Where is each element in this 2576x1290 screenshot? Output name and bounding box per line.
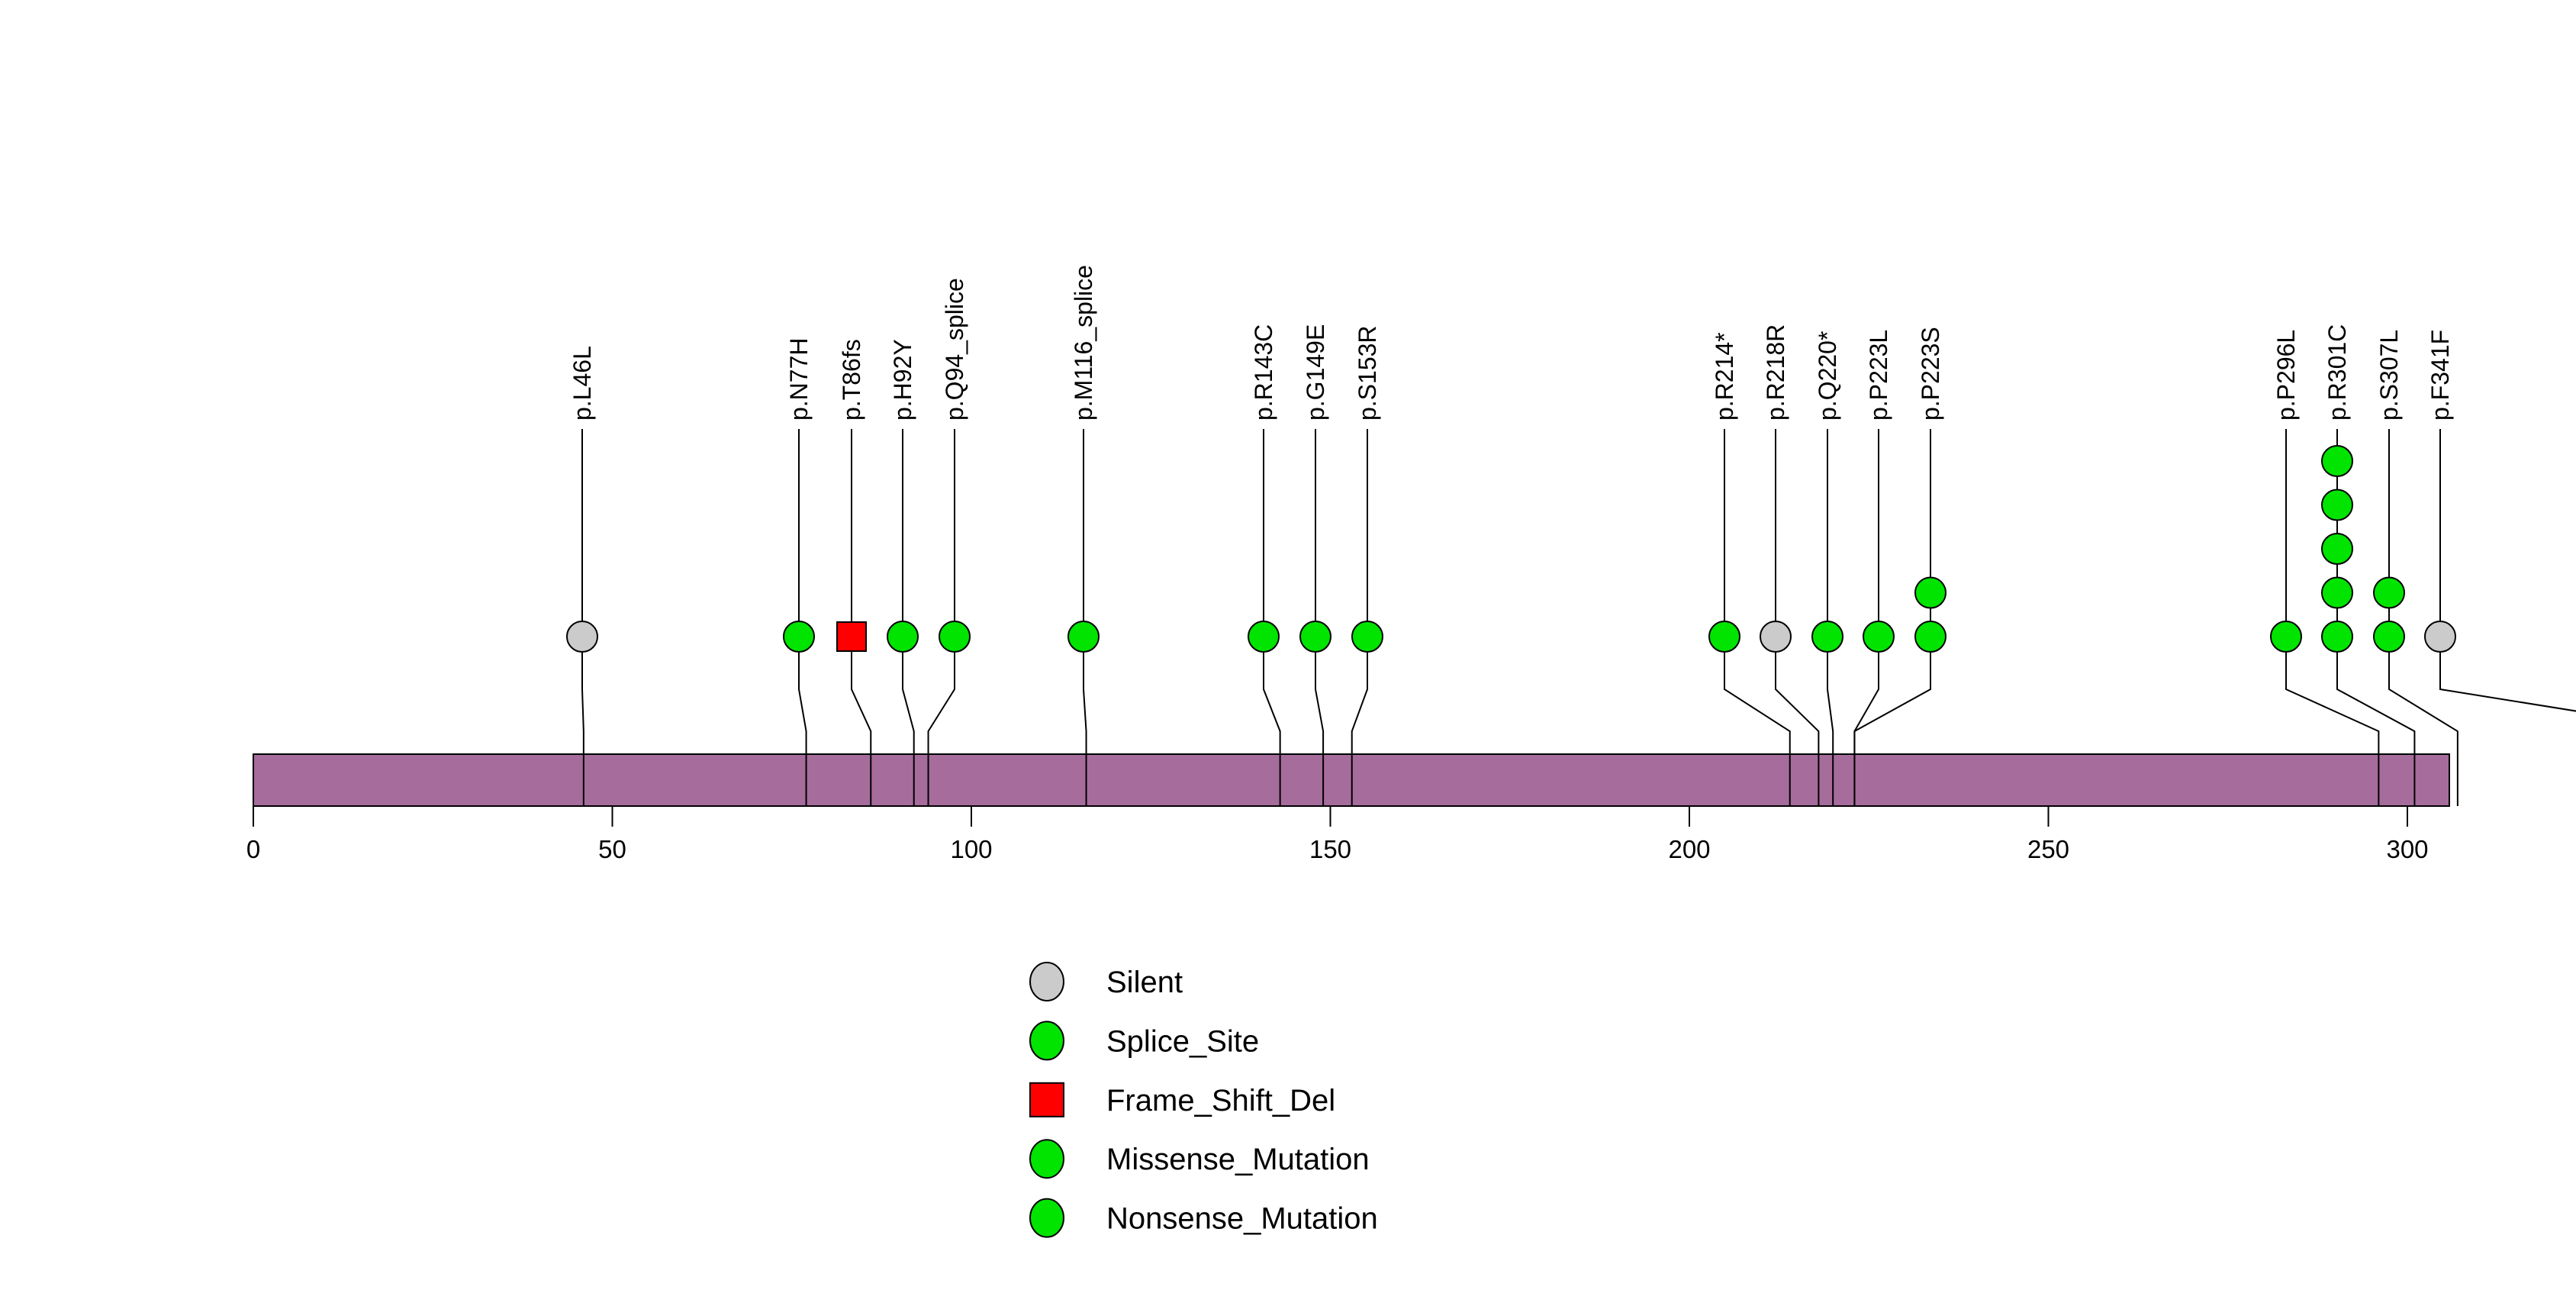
mutation-label: p.T86fs	[838, 339, 865, 421]
mutation-label: p.R301C	[2323, 324, 2351, 421]
mutation-marker	[2321, 445, 2353, 477]
mutation-marker	[1299, 621, 1331, 653]
legend-swatch-square	[1029, 1082, 1064, 1117]
axis-tick-label: 50	[598, 835, 626, 863]
legend-label: Frame_Shift_Del	[1106, 1084, 1335, 1117]
mutation-connector	[1315, 429, 1325, 806]
mutation-label: p.H92Y	[889, 339, 916, 421]
mutation-marker	[1914, 576, 1946, 609]
mutation-marker	[887, 621, 919, 653]
mutation-marker	[836, 621, 867, 652]
mutation-marker	[2321, 533, 2353, 565]
axis-tick-label: 250	[2027, 835, 2069, 863]
mutation-label: p.L46L	[568, 346, 596, 421]
mutation-connector	[1083, 429, 1087, 806]
mutation-label: p.F341F	[2426, 330, 2454, 421]
mutation-connector	[798, 429, 807, 806]
mutation-label: p.R214*	[1711, 332, 1738, 421]
legend-swatch-circle	[1029, 1198, 1064, 1238]
mutation-connector	[1263, 429, 1281, 806]
mutation-marker	[1811, 621, 1843, 653]
axis-tick-label: 0	[246, 835, 260, 863]
mutation-connector	[2336, 429, 2416, 806]
mutation-connector	[1351, 429, 1368, 806]
mutation-connector	[927, 429, 955, 806]
mutation-marker	[566, 621, 598, 653]
mutation-marker	[2321, 621, 2353, 653]
mutation-connector	[581, 429, 584, 806]
mutation-label: p.P223L	[1865, 330, 1892, 421]
mutation-connector	[902, 429, 915, 806]
mutation-label: p.G149E	[1302, 324, 1329, 421]
mutation-connector	[851, 429, 872, 806]
axis-tick-label: 200	[1668, 835, 1710, 863]
mutation-connector	[2439, 429, 2576, 712]
mutation-marker	[2373, 576, 2405, 609]
mutation-marker	[1760, 621, 1792, 653]
mutation-marker	[783, 621, 815, 653]
mutation-marker	[2373, 621, 2405, 653]
mutation-marker	[2424, 621, 2456, 653]
axis-tick-label: 300	[2386, 835, 2428, 863]
mutation-connector	[1724, 429, 1791, 806]
mutation-marker	[2321, 576, 2353, 609]
mutation-connector	[1853, 429, 1931, 806]
mutation-label: p.N77H	[785, 338, 813, 421]
legend-label: Missense_Mutation	[1106, 1143, 1370, 1176]
mutation-marker	[2270, 621, 2302, 653]
mutation-label: p.S153R	[1354, 325, 1381, 421]
legend-label: Splice_Site	[1106, 1024, 1259, 1058]
mutation-label: p.P223S	[1917, 327, 1944, 421]
mutation-marker	[939, 621, 971, 653]
axis-tick-label: 100	[950, 835, 992, 863]
mutation-marker	[1351, 621, 1383, 653]
mutation-label: p.Q94_splice	[941, 278, 968, 421]
legend-swatch-circle	[1029, 1021, 1064, 1061]
mutation-marker	[2321, 489, 2353, 521]
mutation-marker	[1914, 621, 1946, 653]
axis-tick-label: 150	[1309, 835, 1351, 863]
legend-label: Nonsense_Mutation	[1106, 1202, 1378, 1236]
legend-swatch-circle	[1029, 962, 1064, 1001]
legend-swatch-circle	[1029, 1139, 1064, 1179]
mutation-connector	[1827, 429, 1834, 806]
mutation-connector	[1853, 429, 1879, 806]
mutation-connector	[2388, 429, 2458, 806]
mutation-label: p.R218R	[1762, 324, 1789, 421]
mutation-label: p.M116_splice	[1070, 265, 1097, 421]
mutation-label: p.R143C	[1250, 324, 1277, 421]
mutation-connector	[1775, 429, 1820, 806]
mutation-marker	[1067, 621, 1100, 653]
mutation-marker	[1863, 621, 1895, 653]
mutation-label: p.S307L	[2375, 330, 2403, 421]
legend-label: Silent	[1106, 966, 1183, 999]
mutation-marker	[1708, 621, 1740, 653]
mutation-label: p.Q220*	[1814, 331, 1841, 421]
mutation-connector	[2285, 429, 2380, 806]
mutation-label: p.P296L	[2272, 330, 2300, 421]
mutation-marker	[1248, 621, 1280, 653]
